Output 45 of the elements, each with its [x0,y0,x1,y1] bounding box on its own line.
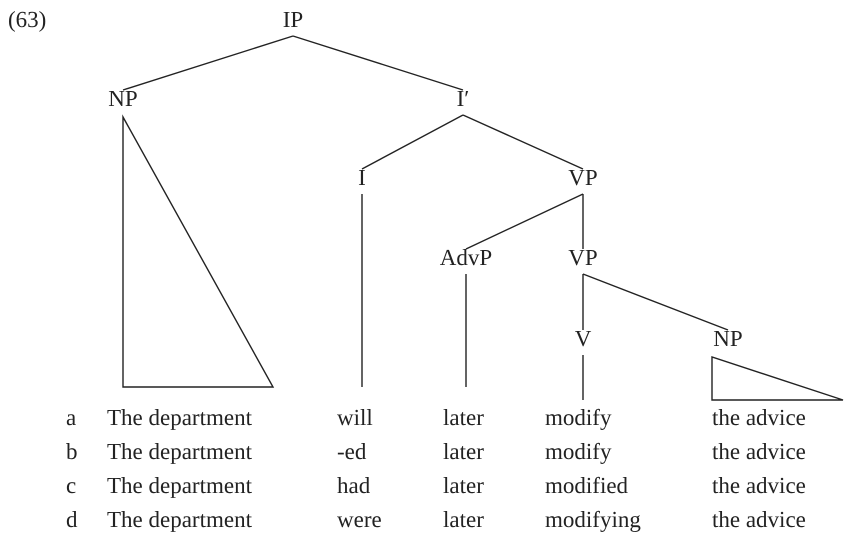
phrase-label: AdvP [440,246,492,270]
tree-branch [361,194,363,387]
phrase-label: I′ [456,87,470,111]
phrase-label: I [358,166,366,190]
tree-branch [292,35,464,91]
tree-branch [582,274,584,330]
sentence-word: modified [545,473,628,499]
phrase-label: IP [282,8,304,32]
tree-branch [465,274,467,387]
phrase-label: V [574,327,592,351]
sentence-word: will [337,405,373,431]
tree-branch [462,114,584,170]
phrase-label: VP [568,246,598,270]
sentence-word: The department [107,439,252,465]
sentence-word: the advice [712,473,806,499]
row-letter: a [66,405,76,431]
phrase-label: NP [713,327,743,351]
sentence-word: later [443,439,484,465]
sentence-word: -ed [337,439,366,465]
tree-branch [466,193,584,250]
example-number: (63) [8,7,46,33]
sentence-word: later [443,507,484,533]
tree-branch [122,35,294,91]
sentence-word: later [443,473,484,499]
tree-branch [582,355,584,400]
phrase-label: VP [568,166,598,190]
tree-branch [582,194,584,249]
phrase-label: NP [108,87,138,111]
sentence-word: The department [107,473,252,499]
sentence-word: the advice [712,507,806,533]
tree-branch [362,114,464,170]
sentence-word: modifying [545,507,641,533]
sentence-word: The department [107,507,252,533]
sentence-word: had [337,473,370,499]
row-letter: b [66,439,78,465]
sentence-word: the advice [712,405,806,431]
sentence-word: later [443,405,484,431]
sentence-word: modify [545,405,612,431]
tree-branch [582,273,728,331]
sentence-word: were [337,507,382,533]
row-letter: c [66,473,76,499]
sentence-word: modify [545,439,612,465]
sentence-word: The department [107,405,252,431]
sentence-word: the advice [712,439,806,465]
row-letter: d [66,507,78,533]
